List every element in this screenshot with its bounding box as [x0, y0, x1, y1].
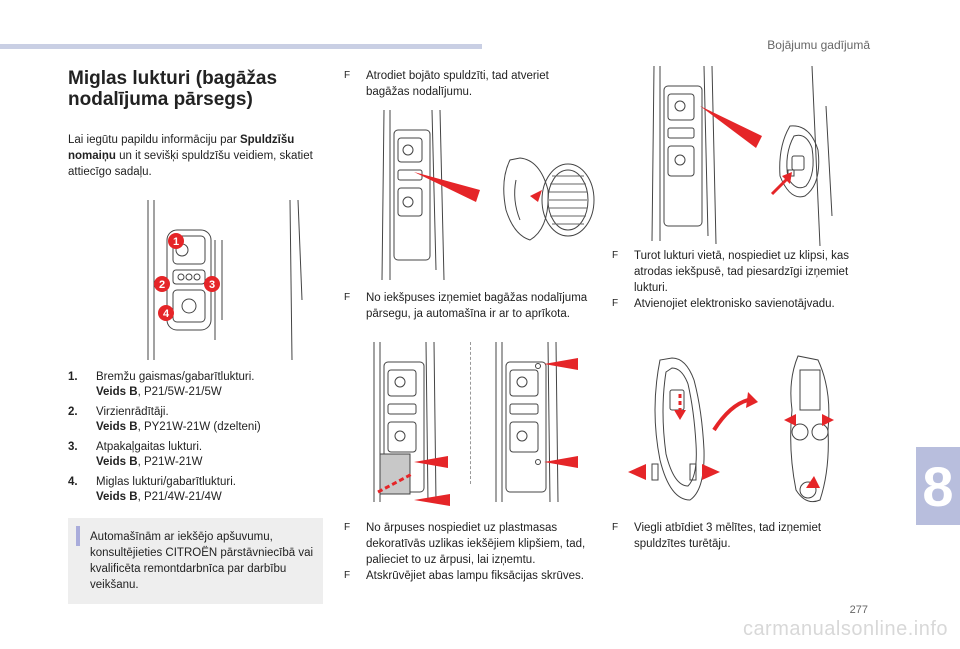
figure-separator	[470, 342, 471, 484]
footer-watermark: carmanualsonline.info	[742, 618, 948, 640]
section-title: Bojājumu gadījumā	[767, 38, 870, 52]
figure-clips-front	[368, 342, 468, 506]
figure-boot-cover	[380, 110, 600, 280]
list-item: 4. Miglas lukturi/gabarītlukturi.Veids B…	[68, 476, 236, 503]
bulb-list: 1. Bremžu gaismas/gabarītlukturi.Veids B…	[68, 370, 324, 510]
chapter-tab: 8	[916, 447, 960, 525]
column-intro: Miglas lukturi (bagāžas nodalījuma pārse…	[68, 68, 324, 180]
page-title: Miglas lukturi (bagāžas nodalījuma pārse…	[68, 68, 278, 110]
bullet-icon: F	[612, 250, 619, 261]
callout-badges: 1 2 3 4	[154, 233, 220, 321]
page-number: 277	[849, 604, 868, 616]
bullet-icon: F	[612, 298, 619, 309]
bullet-icon: F	[344, 70, 351, 81]
figure-lamp-removal	[640, 66, 840, 246]
list-item: 2. Virzienrādītāji.Veids B, PY21W-21W (d…	[68, 406, 261, 433]
bullet-icon: F	[344, 292, 351, 303]
bullet-icon: F	[344, 522, 351, 533]
callout-2: 2	[159, 279, 165, 291]
list-item: 1. Bremžu gaismas/gabarītlukturi.Veids B…	[68, 371, 255, 398]
info-note: Automašīnām ar iekšējo apšuvumu, konsult…	[68, 518, 323, 604]
header-rule	[0, 44, 482, 49]
info-icon	[76, 526, 80, 546]
info-note-text: Automašīnām ar iekšējo apšuvumu, konsult…	[90, 531, 314, 591]
intro-text: Lai iegūtu papildu informāciju par Spuld…	[68, 134, 313, 178]
callout-1: 1	[173, 236, 179, 248]
callout-3: 3	[209, 279, 215, 291]
callout-4: 4	[163, 308, 170, 320]
bullet-icon: F	[344, 570, 351, 581]
intro-link-term: Spuldzīšu nomaiņu	[68, 134, 295, 162]
figure-clips-back	[490, 342, 590, 506]
figure-bulb-holder	[620, 350, 850, 510]
bullet-icon: F	[612, 522, 619, 533]
list-item: 3. Atpakaļgaitas lukturi.Veids B, P21W-2…	[68, 441, 203, 468]
figure-lamp-cluster: 1 2 3 4	[140, 200, 320, 362]
